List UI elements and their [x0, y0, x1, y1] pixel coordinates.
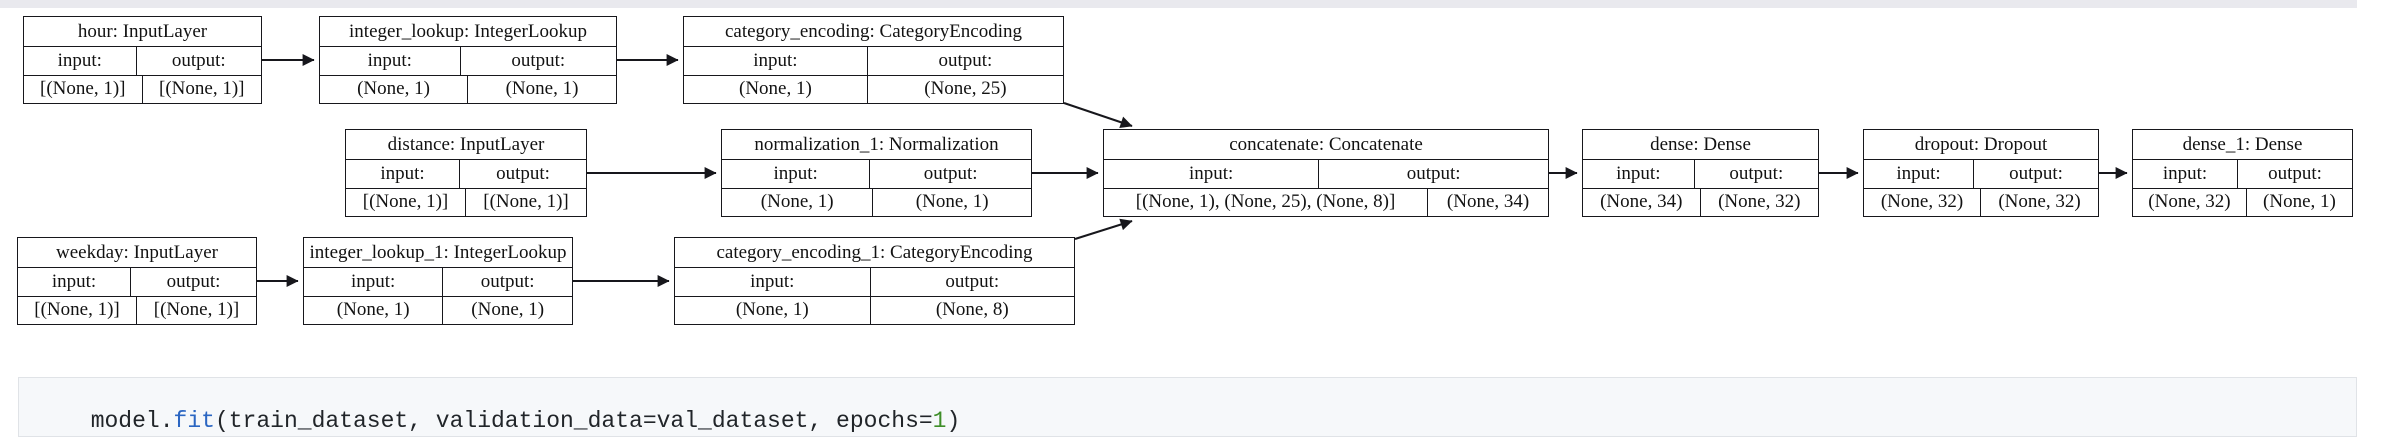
node-output-label: output: [938, 49, 993, 71]
node-input-shape: (None, 34) [1583, 188, 1701, 216]
code-token-close-paren: ) [946, 408, 961, 435]
node-output-shape: [(None, 1)] [483, 191, 569, 213]
node-output-shape: (None, 32) [1718, 191, 1801, 213]
node-distance: distance: InputLayer input: output: [(No… [345, 129, 587, 217]
node-input-label: input: [1104, 160, 1320, 188]
node-output-shape: (None, 1) [2263, 191, 2336, 213]
code-token-function: fit [173, 408, 215, 435]
node-output-shape: (None, 1) [505, 78, 579, 100]
node-title: concatenate: Concatenate [1229, 133, 1423, 155]
node-dense: dense: Dense input: output: (None, 34) (… [1582, 129, 1819, 217]
node-title: hour: InputLayer [77, 20, 208, 42]
node-title: distance: InputLayer [387, 133, 545, 155]
node-integer-lookup: integer_lookup: IntegerLookup input: out… [319, 16, 617, 104]
node-output-label: output: [1729, 162, 1784, 184]
edge-category-encoding-concatenate [1063, 102, 1133, 129]
node-output-label: output: [2268, 162, 2322, 184]
node-input-label: input: [675, 268, 871, 296]
code-cell: model.fit(train_dataset, validation_data… [18, 377, 2357, 437]
code-line: model.fit(train_dataset, validation_data… [91, 408, 961, 434]
node-input-shape: [(None, 1), (None, 25), (None, 8)] [1104, 188, 1429, 216]
code-token-number: 1 [932, 408, 947, 435]
node-title: weekday: InputLayer [56, 241, 218, 263]
node-concatenate: concatenate: Concatenate input: output: … [1103, 129, 1549, 217]
node-output-label: output: [2009, 162, 2063, 184]
node-input-label: input: [684, 47, 868, 75]
node-output-label: output: [166, 270, 221, 292]
node-input-label: input: [1583, 160, 1695, 188]
node-normalization-1: normalization_1: Normalization input: ou… [721, 129, 1032, 217]
node-output-shape: (None, 8) [935, 299, 1009, 321]
node-title: integer_lookup: IntegerLookup [349, 20, 587, 42]
node-input-label: input: [18, 268, 132, 296]
node-input-label: input: [346, 160, 460, 188]
node-output-label: output: [480, 270, 535, 292]
node-title: category_encoding_1: CategoryEncoding [716, 241, 1033, 263]
node-input-label: input: [24, 47, 137, 75]
node-input-shape: (None, 1) [320, 75, 468, 103]
node-input-label: input: [304, 268, 444, 296]
code-token-args: (train_dataset, validation_data=val_data… [214, 408, 933, 435]
node-output-shape: (None, 1) [471, 299, 545, 321]
node-input-label: input: [2133, 160, 2239, 188]
node-input-shape: [(None, 1)] [346, 188, 466, 216]
node-output-shape: (None, 34) [1446, 191, 1530, 213]
node-output-label: output: [923, 162, 978, 184]
node-dropout: dropout: Dropout input: output: (None, 3… [1863, 129, 2099, 217]
edge-category-encoding-1-concatenate [1074, 218, 1133, 240]
node-output-label: output: [1406, 162, 1461, 184]
node-output-label: output: [171, 49, 226, 71]
node-title: dense: Dense [1650, 133, 1751, 155]
node-input-shape: (None, 1) [675, 296, 871, 324]
node-weekday: weekday: InputLayer input: output: [(Non… [17, 237, 257, 325]
node-input-label: input: [320, 47, 461, 75]
node-output-label: output: [511, 49, 566, 71]
node-category-encoding: category_encoding: CategoryEncoding inpu… [683, 16, 1064, 104]
node-input-shape: (None, 1) [722, 188, 874, 216]
node-category-encoding-1: category_encoding_1: CategoryEncoding in… [674, 237, 1075, 325]
node-input-shape: (None, 32) [1864, 188, 1981, 216]
node-title: dense_1: Dense [2182, 133, 2303, 155]
code-token-object: model. [90, 408, 174, 435]
node-output-label: output: [496, 162, 550, 184]
node-title: integer_lookup_1: IntegerLookup [309, 241, 567, 263]
node-output-shape: (None, 25) [924, 78, 1007, 100]
node-title: normalization_1: Normalization [754, 133, 999, 155]
node-output-shape: [(None, 1)] [159, 78, 245, 100]
node-input-shape: (None, 1) [684, 75, 868, 103]
node-output-shape: (None, 1) [915, 191, 989, 213]
node-input-label: input: [722, 160, 871, 188]
node-input-shape: [(None, 1)] [18, 296, 137, 324]
node-output-shape: [(None, 1)] [153, 299, 240, 321]
top-strip [0, 0, 2357, 8]
node-input-shape: [(None, 1)] [24, 75, 143, 103]
node-dense-1: dense_1: Dense input: output: (None, 32)… [2132, 129, 2353, 217]
node-output-label: output: [945, 270, 1000, 292]
node-input-shape: (None, 32) [2133, 188, 2247, 216]
node-output-shape: (None, 32) [1998, 191, 2081, 213]
node-title: category_encoding: CategoryEncoding [724, 20, 1023, 42]
node-input-shape: (None, 1) [304, 296, 444, 324]
node-hour: hour: InputLayer input: output: [(None, … [23, 16, 262, 104]
node-input-label: input: [1864, 160, 1974, 188]
node-title: dropout: Dropout [1914, 133, 2048, 155]
node-integer-lookup-1: integer_lookup_1: IntegerLookup input: o… [303, 237, 573, 325]
